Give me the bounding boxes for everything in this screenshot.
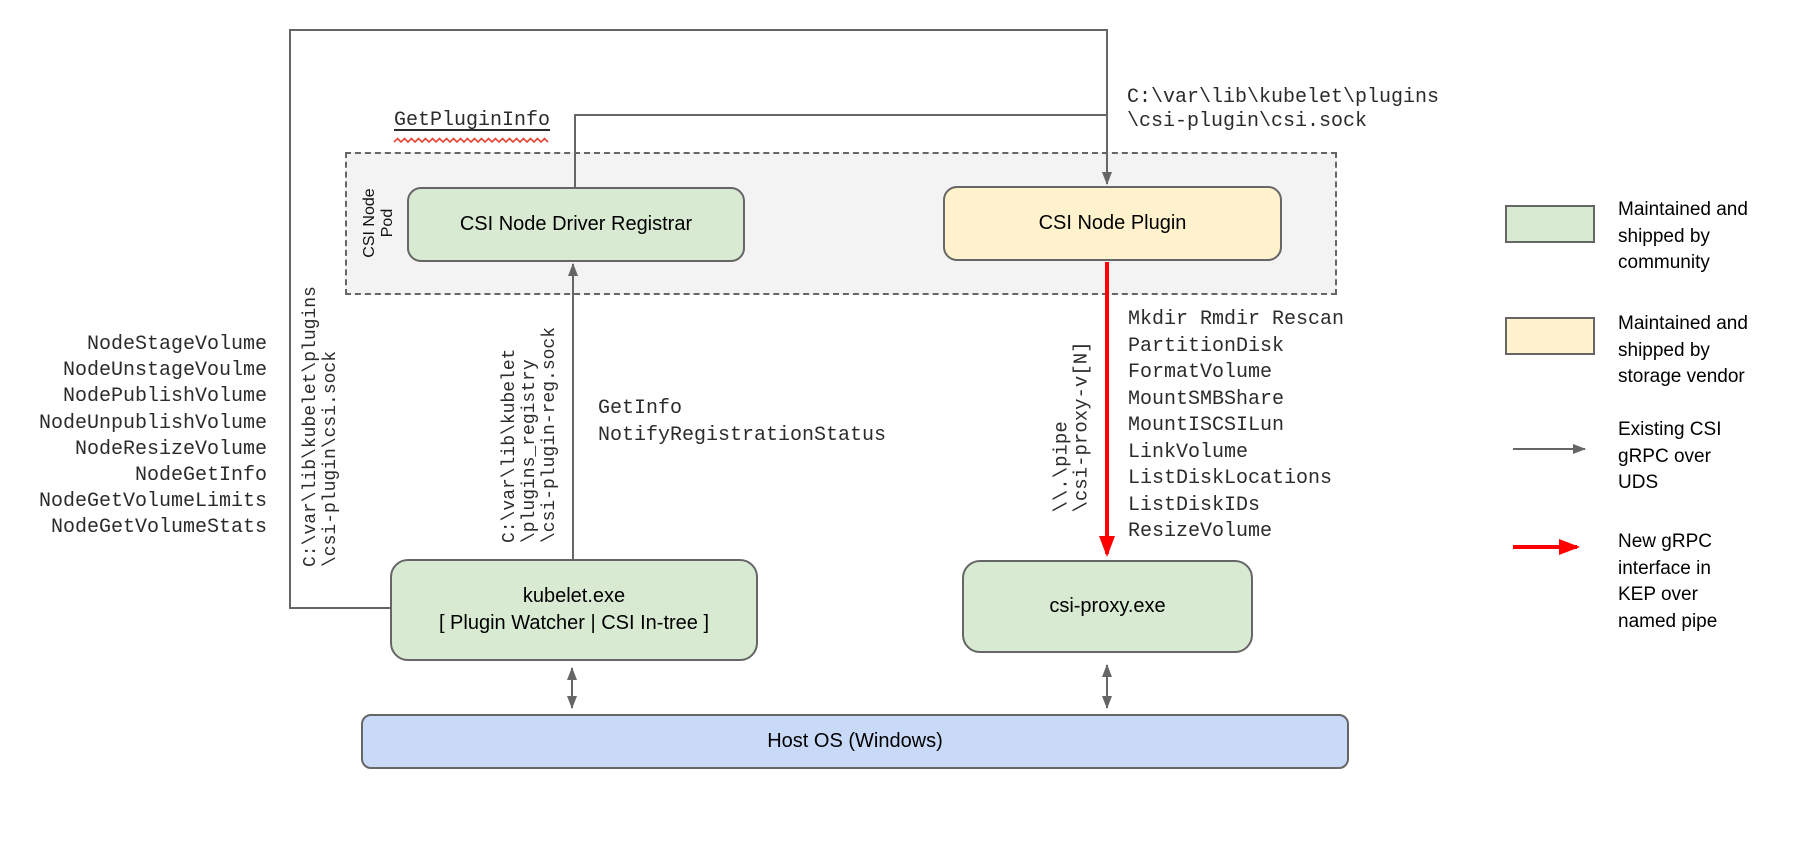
- kubelet-node: kubelet.exe [ Plugin Watcher | CSI In-tr…: [390, 559, 758, 661]
- legend-community-label: Maintained and shipped by community: [1618, 199, 1748, 273]
- csi-proxy-api-calls-list: Mkdir Rmdir Rescan PartitionDisk FormatV…: [1128, 308, 1345, 543]
- csi-sock-path-label: C:\var\lib\kubelet\plugins \csi-plugin\c…: [1127, 86, 1440, 133]
- spellcheck-squiggle: [393, 137, 549, 144]
- csi-node-driver-registrar-node: CSI Node Driver Registrar: [407, 187, 745, 262]
- legend-namedpipe-arrow-label: New gRPC interface in KEP over named pip…: [1618, 531, 1718, 632]
- host-os-node: Host OS (Windows): [361, 714, 1349, 769]
- csi-sock-path-vertical-label: C:\var\lib\kubelet\plugins \csi-plugin\c…: [301, 286, 341, 567]
- get-plugin-info-label: GetPluginInfo: [394, 109, 551, 132]
- legend-vendor-label: Maintained and shipped by storage vendor: [1618, 313, 1748, 387]
- registration-calls-label: GetInfo NotifyRegistrationStatus: [598, 397, 887, 447]
- named-pipe-vertical-label: \\.\pipe \csi-proxy-v[N]: [1050, 341, 1093, 513]
- csi-proxy-node: csi-proxy.exe: [962, 560, 1253, 653]
- csi-node-plugin-node: CSI Node Plugin: [943, 186, 1282, 261]
- kubelet-csi-calls-list: NodeStageVolume NodeUnstageVoulme NodePu…: [38, 333, 267, 540]
- legend-vendor-swatch: [1505, 317, 1595, 355]
- plugin-reg-sock-vertical-label: C:\var\lib\kubelet \plugins_registry \cs…: [500, 326, 560, 543]
- csi-node-pod-label: CSI Node Pod: [361, 188, 396, 258]
- legend-uds-arrow-label: Existing CSI gRPC over UDS: [1618, 419, 1722, 493]
- legend-community-swatch: [1505, 205, 1595, 243]
